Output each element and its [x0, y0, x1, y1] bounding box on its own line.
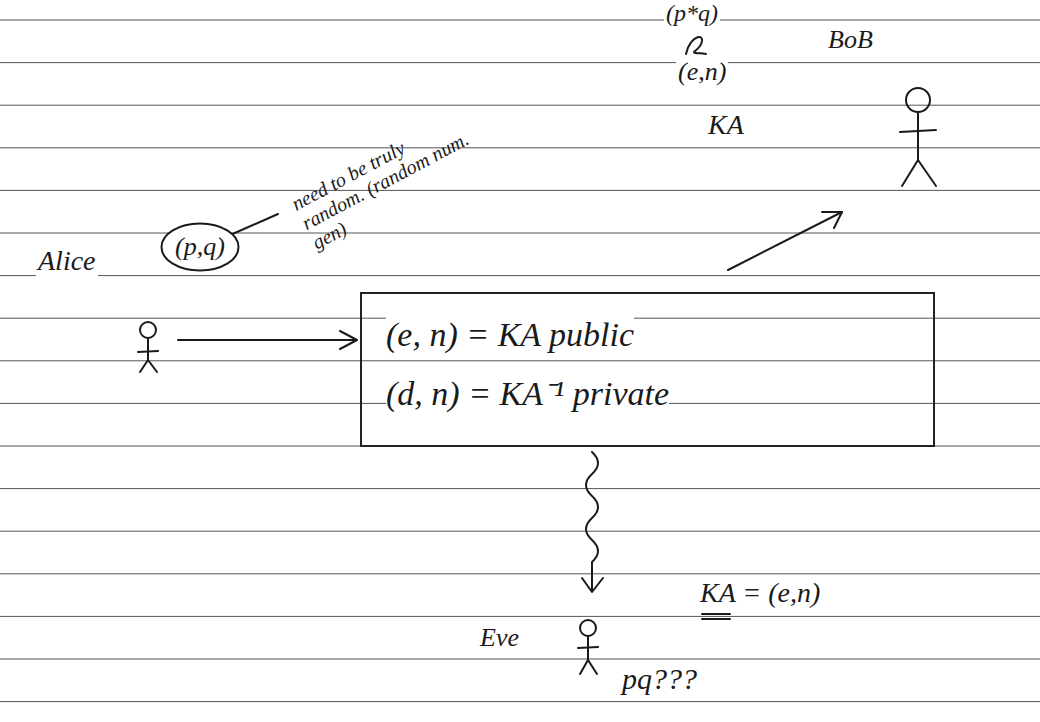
leader-line [228, 214, 278, 236]
ruled-line [0, 659, 1040, 660]
ruled-line [0, 147, 1040, 148]
formula-note: (p*q) [664, 0, 720, 26]
ruled-line [0, 105, 1040, 106]
bob-figure [900, 88, 936, 186]
ruled-line [0, 488, 1040, 489]
ruled-line [0, 190, 1040, 191]
key-equation: KA = (e,n) [698, 578, 822, 609]
arrow-head [582, 578, 603, 592]
arrow-line [178, 339, 356, 341]
ruled-line [0, 616, 1040, 617]
ruled-line [0, 531, 1040, 532]
figure-legs [902, 160, 936, 186]
ruled-line [0, 701, 1040, 702]
handwritten-note: need to be truly random. (random num. ge… [286, 105, 488, 254]
figure-head [580, 620, 596, 636]
arrow-head [340, 331, 357, 349]
ruled-line [0, 62, 1040, 63]
question-note: pq??? [620, 662, 699, 695]
underline [702, 618, 730, 620]
figure-head [140, 322, 156, 338]
arrow-line [728, 212, 842, 270]
node-text: (d, n) = KA⁻¹ private [386, 375, 669, 412]
figure-arms [578, 647, 598, 648]
ruled-line [0, 233, 1040, 234]
ellipse-shape [162, 224, 239, 271]
person-name: Eve [478, 624, 521, 653]
figure-body [917, 112, 919, 160]
arrow-head [822, 212, 842, 228]
person-name: BoB [826, 26, 875, 55]
ink-drawing [138, 37, 936, 674]
ruled-lines [0, 20, 1040, 702]
node-text: (p,q) [175, 233, 225, 262]
key-box: (e, n) = KA public (d, n) = KA⁻¹ private [360, 292, 935, 447]
node-text: (e, n) = KA public [386, 316, 634, 353]
alice-figure [138, 322, 158, 372]
key-pair: (e,n) [676, 58, 728, 87]
curl-symbol [686, 37, 706, 54]
figure-arms [138, 351, 158, 352]
figure-arms [900, 130, 936, 132]
figure-body [147, 338, 149, 360]
figure-legs [140, 360, 157, 372]
key-name: KA [706, 110, 746, 141]
ruled-line [0, 20, 1040, 21]
figure-head [906, 88, 930, 112]
person-name: Alice [36, 246, 98, 277]
eve-figure [578, 620, 598, 674]
circled-term: (p,q) [160, 222, 240, 272]
ruled-line [0, 573, 1040, 574]
ruled-line [0, 360, 1040, 361]
ruled-line [0, 275, 1040, 276]
squiggle-arrow [586, 452, 598, 590]
figure-legs [580, 660, 597, 674]
underline [702, 613, 730, 615]
